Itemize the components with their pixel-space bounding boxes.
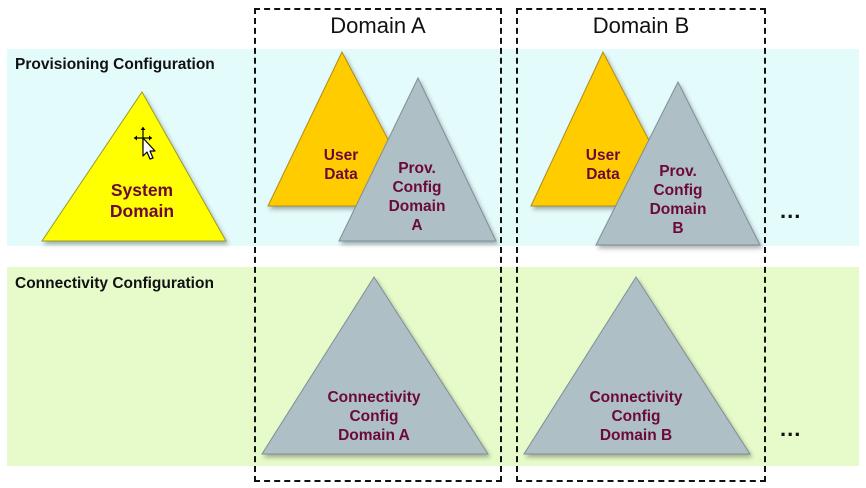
conn-config-b-triangle — [523, 276, 751, 455]
conn-config-a-label: Connectivity Config Domain A — [327, 389, 421, 444]
conn-config-a-triangle — [261, 276, 489, 455]
prov-config-a-label: Prov. Config Domain A — [388, 160, 446, 234]
prov-config-b-label: Prov. Config Domain B — [649, 163, 707, 237]
provisioning-band-label: Provisioning Configuration — [15, 56, 215, 73]
connectivity-band-label: Connectivity Configuration — [15, 275, 214, 292]
conn-config-b-label: Connectivity Config Domain B — [589, 389, 683, 444]
domain-b-box — [516, 8, 766, 482]
system-domain-label: System Domain — [109, 180, 175, 222]
domain-b-title: Domain B — [592, 13, 690, 38]
more-domains-ellipsis-provisioning: ... — [780, 198, 802, 223]
domain-a-title: Domain A — [330, 13, 426, 38]
system-domain-triangle — [41, 91, 227, 242]
user-data-b-label: User Data — [585, 147, 621, 183]
domain-a-box — [254, 8, 502, 482]
user-data-a-label: User Data — [323, 147, 359, 183]
prov-config-a-triangle — [338, 76, 497, 242]
more-domains-ellipsis-connectivity: ... — [780, 416, 802, 441]
move-cursor-icon — [134, 127, 156, 160]
prov-config-b-triangle — [595, 80, 761, 246]
